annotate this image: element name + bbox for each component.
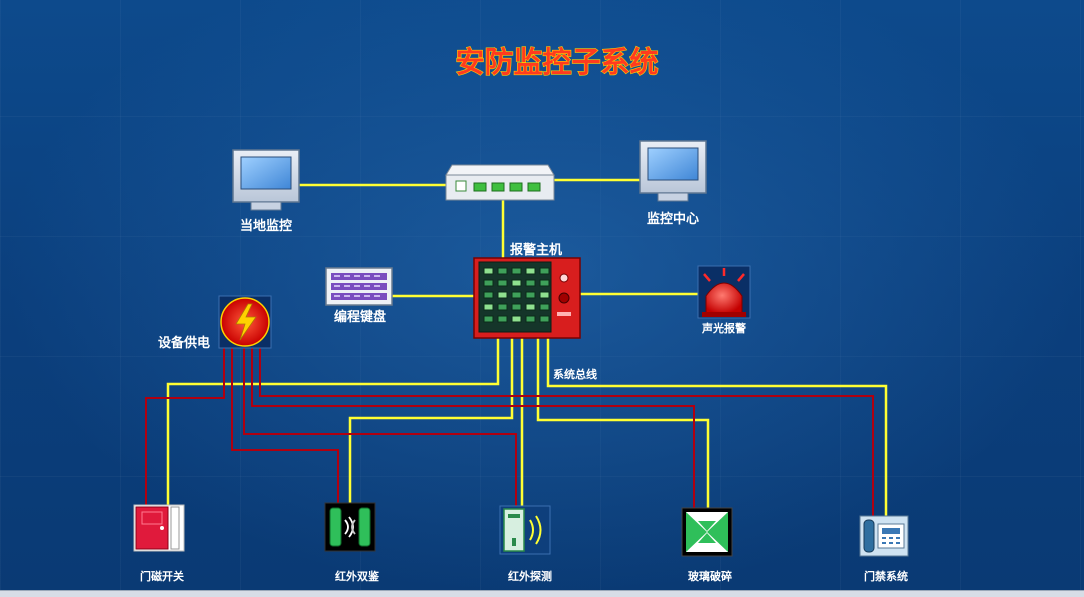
door-phone-label: 门禁系统 [864, 569, 908, 583]
power-supply-node[interactable]: 设备供电 [158, 295, 272, 351]
panel-led [539, 291, 550, 299]
alarm-panel-icon [473, 257, 581, 339]
panel-led [511, 315, 522, 323]
panel-led [483, 315, 494, 323]
local-monitor-node[interactable]: 当地监控 [232, 149, 300, 234]
lightning-bolt-icon [218, 295, 272, 349]
power-wires [145, 348, 874, 516]
glass-break-label: 玻璃破碎 [688, 569, 732, 583]
monitor-center-label: 监控中心 [647, 211, 699, 227]
keyboard-icon [325, 267, 393, 306]
panel-led [483, 303, 494, 311]
dual-detector-icon [324, 502, 376, 552]
network-switch-node[interactable] [445, 164, 555, 201]
power-glass-break [251, 348, 695, 508]
siren-icon [697, 265, 751, 319]
bottom-bar [0, 590, 1084, 597]
wire-bus-dual-tech [348, 338, 514, 505]
door-magnet-node[interactable]: 门磁开关 [133, 504, 185, 583]
wire-bus-door-phone [546, 338, 888, 516]
monitor-icon [232, 149, 300, 211]
panel-led [539, 267, 550, 275]
strobe-alarm-label: 声光报警 [701, 321, 746, 335]
system-bus-label: 系统总线 [553, 367, 597, 381]
power-door-magnet [145, 348, 225, 505]
panel-led [483, 279, 494, 287]
keyboard-node[interactable]: 编程键盘 [325, 267, 393, 325]
glass-break-node[interactable]: 玻璃破碎 [681, 507, 733, 583]
strobe-alarm-node[interactable]: 声光报警 [697, 265, 751, 335]
door-phone-node[interactable]: 门禁系统 [859, 515, 909, 583]
monitor-icon [639, 140, 707, 202]
panel-led [525, 267, 536, 275]
power-ir-detector [243, 348, 517, 508]
keyboard-label: 编程键盘 [334, 309, 386, 325]
dual-tech-label: 红外双鉴 [335, 569, 380, 583]
panel-led [497, 267, 508, 275]
power-dual-tech [231, 348, 339, 505]
glass-break-icon [681, 507, 733, 557]
panel-led [511, 267, 522, 275]
panel-led [483, 267, 494, 275]
power-door-phone [259, 348, 874, 516]
wire-bus-door-magnet [166, 338, 500, 510]
panel-led [539, 315, 550, 323]
dual-tech-node[interactable]: 红外双鉴 [324, 502, 380, 583]
door-magnet-label: 门磁开关 [140, 569, 184, 583]
panel-led [497, 315, 508, 323]
panel-led [539, 279, 550, 287]
panel-led [483, 291, 494, 299]
panel-led [497, 279, 508, 287]
wire-bus-glass-break [536, 338, 710, 508]
panel-led [511, 291, 522, 299]
ir-detector-label: 红外探测 [508, 569, 552, 583]
switch-icon [445, 164, 555, 201]
alarm-host-node[interactable]: 报警主机 [473, 242, 581, 339]
signal-wires [166, 178, 888, 516]
panel-led [525, 303, 536, 311]
ir-detector-icon [499, 505, 551, 555]
panel-led [511, 303, 522, 311]
monitor-center-node[interactable]: 监控中心 [639, 140, 707, 227]
panel-led [539, 303, 550, 311]
panel-led [525, 315, 536, 323]
panel-led [525, 279, 536, 287]
alarm-host-label: 报警主机 [510, 242, 562, 258]
power-label: 设备供电 [158, 335, 210, 351]
panel-led [525, 291, 536, 299]
panel-led [511, 279, 522, 287]
panel-led [497, 303, 508, 311]
door-icon [133, 504, 185, 552]
panel-led [497, 291, 508, 299]
page-title: 安防监控子系统 [455, 45, 658, 79]
ir-detector-node[interactable]: 红外探测 [499, 505, 552, 583]
local-monitor-label: 当地监控 [240, 218, 292, 234]
intercom-phone-icon [859, 515, 909, 557]
